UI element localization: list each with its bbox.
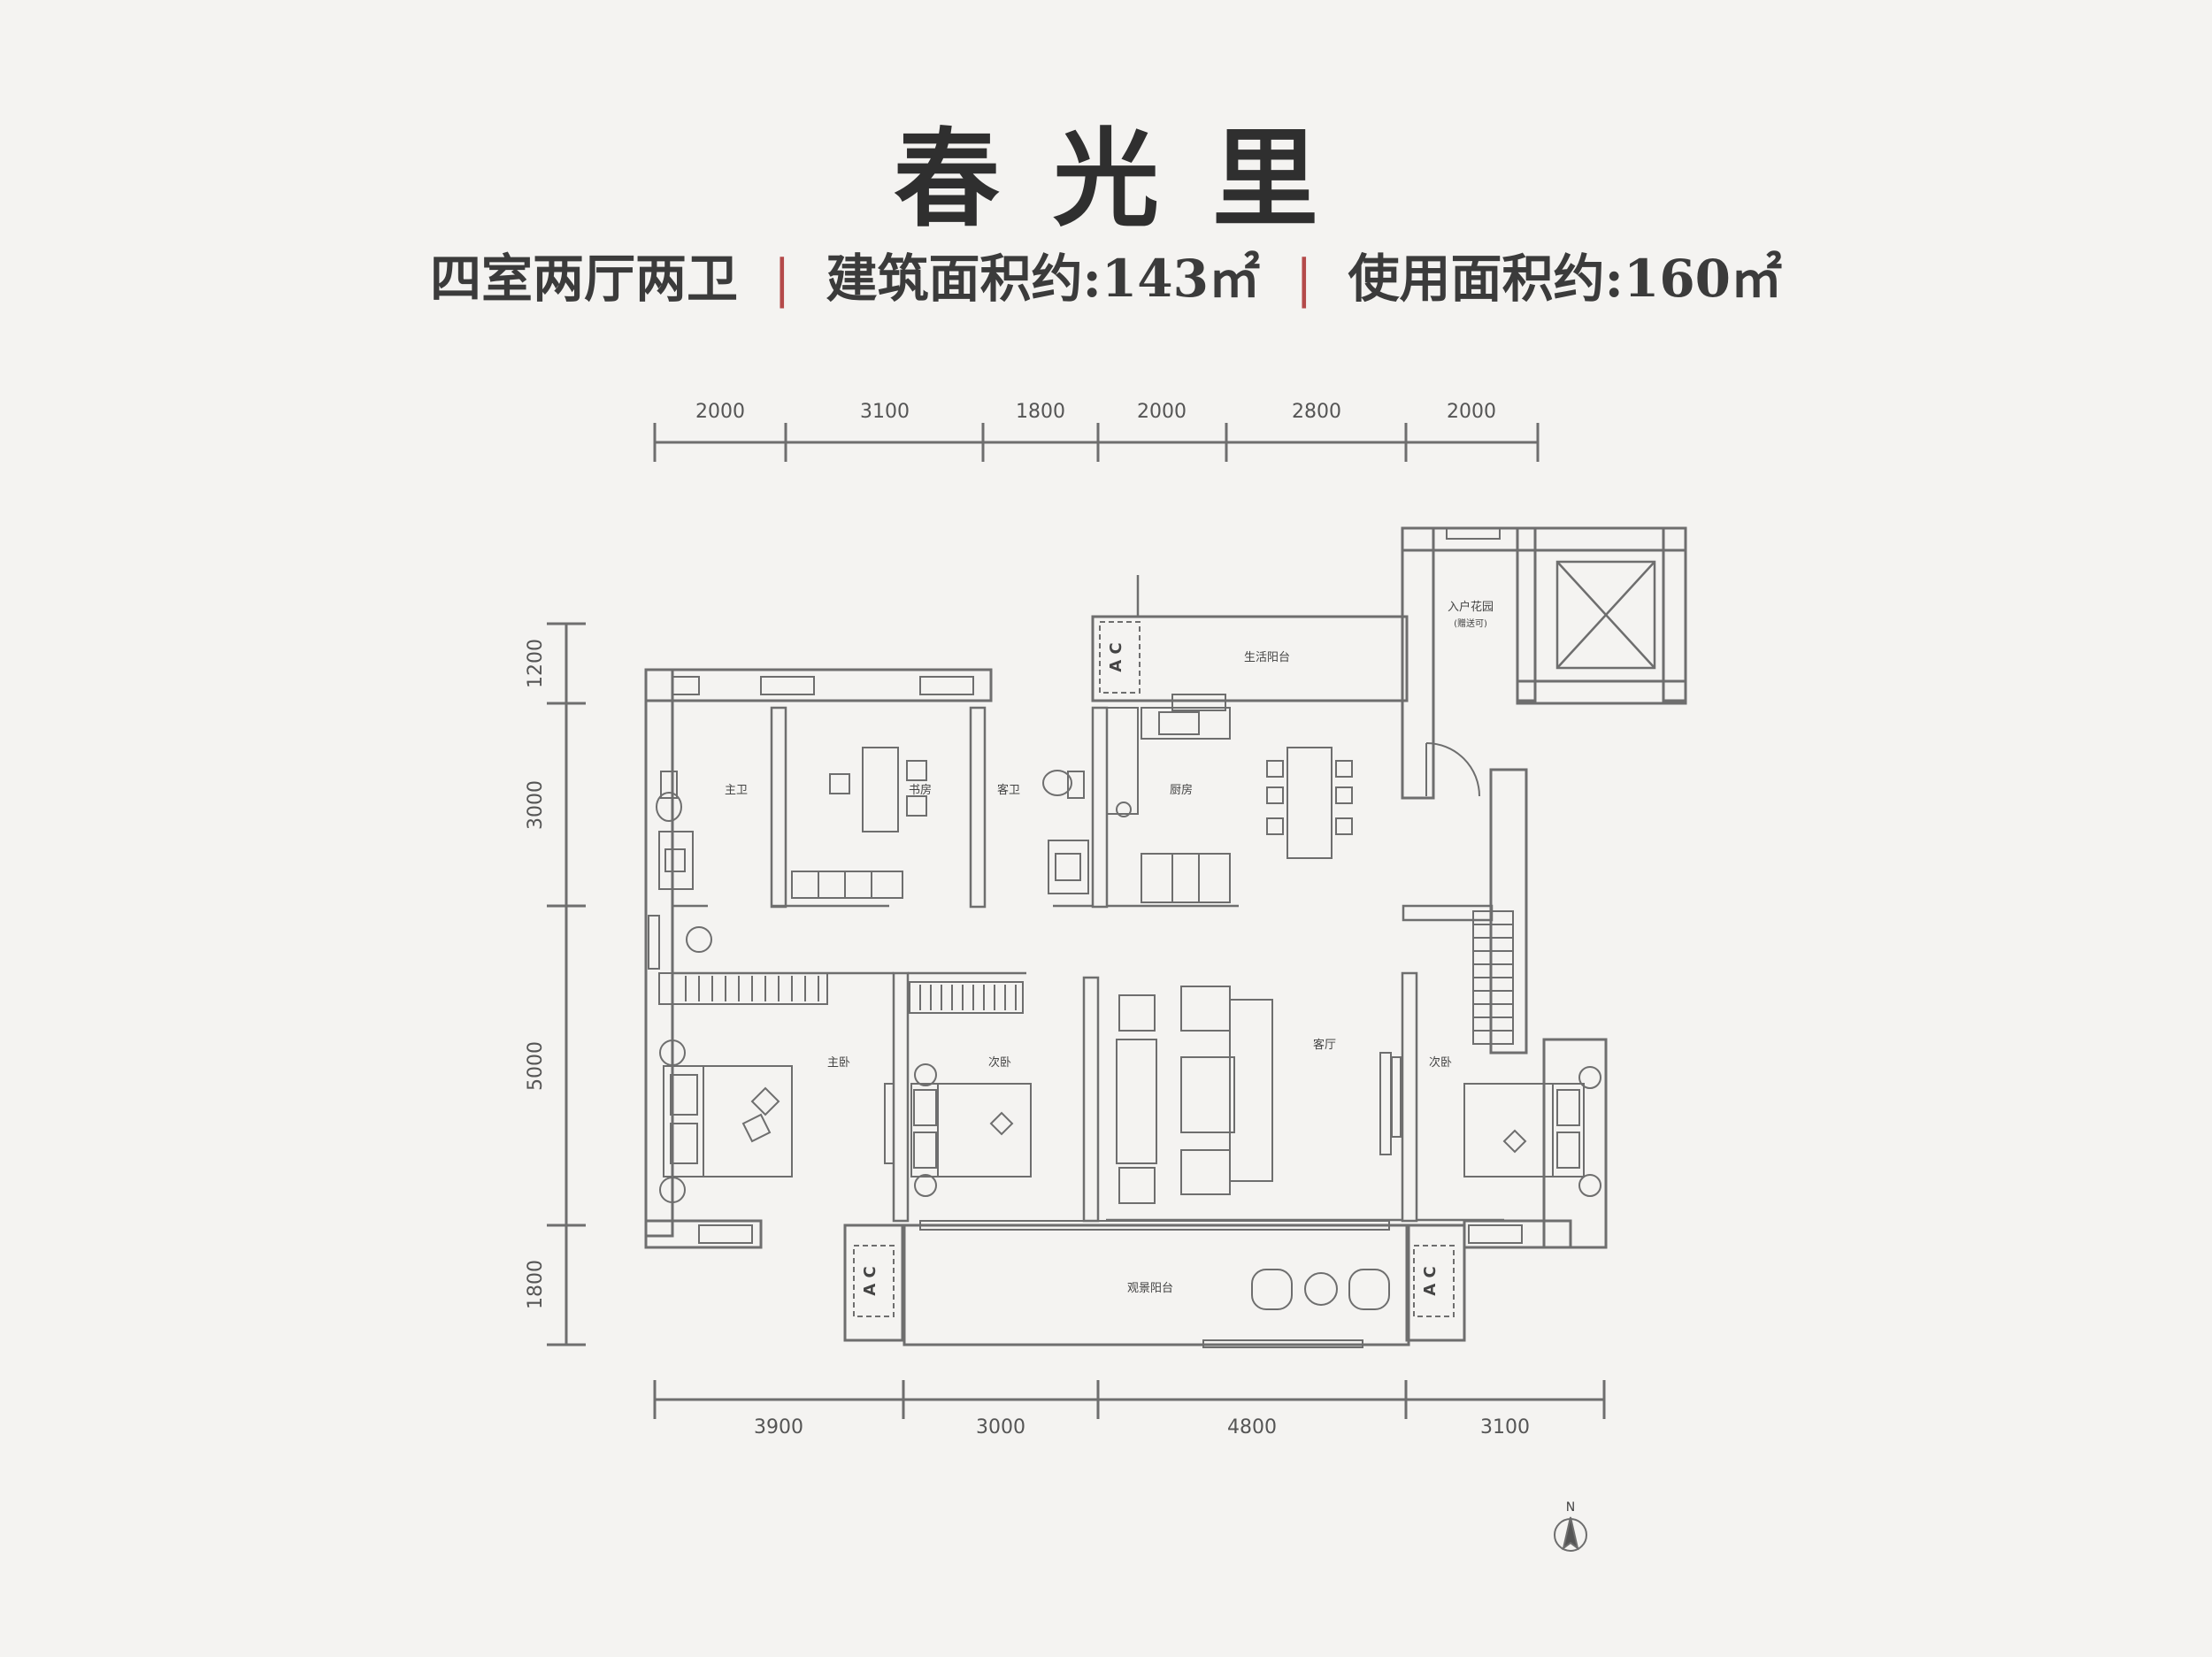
building-area-text: 建筑面积约:143㎡ xyxy=(826,249,1260,309)
balcony-chairs-icon xyxy=(1251,1269,1390,1310)
second-bed-a-icon xyxy=(910,1063,1032,1197)
ac-unit-top xyxy=(1099,621,1141,694)
ac-label-bottom-right: A C xyxy=(1421,1266,1440,1295)
label-master-bath: 主卫 xyxy=(725,784,748,797)
dim-bottom-4: 3100 xyxy=(1480,1416,1530,1438)
dim-bottom-3: 4800 xyxy=(1227,1416,1277,1438)
left-dimension-line xyxy=(547,622,586,1346)
ac-label-top: A C xyxy=(1107,642,1125,671)
label-master-bedroom: 主卧 xyxy=(827,1056,850,1070)
top-dimension-line xyxy=(653,423,1540,462)
usable-area-text: 使用面积约:160㎡ xyxy=(1348,249,1783,309)
exterior-walls xyxy=(644,526,1687,1346)
ac-unit-bottom-right xyxy=(1413,1245,1455,1317)
guest-toilet-icon xyxy=(1042,770,1085,799)
ac-label-bottom-left: A C xyxy=(861,1266,879,1295)
label-entry-garden-note: (赠送可) xyxy=(1454,618,1487,629)
dim-top-4: 2000 xyxy=(1137,401,1187,423)
sofa-set-icon xyxy=(1116,986,1273,1204)
bottom-dimension-line xyxy=(653,1380,1606,1419)
label-view-balcony: 观景阳台 xyxy=(1127,1282,1173,1295)
dim-top-3: 1800 xyxy=(1016,401,1065,423)
dim-top-1: 2000 xyxy=(695,401,745,423)
guest-sink-icon xyxy=(1048,840,1089,894)
ac-unit-bottom-left xyxy=(853,1245,895,1317)
stairs xyxy=(1472,910,1514,1045)
dim-bottom-1: 3900 xyxy=(754,1416,803,1438)
dim-left-4: 1800 xyxy=(525,1260,547,1309)
dim-left-3: 5000 xyxy=(525,1041,547,1091)
master-wardrobe xyxy=(658,972,828,1005)
dining-table-icon xyxy=(1266,747,1353,859)
second-bedroom-wardrobe xyxy=(909,981,1024,1014)
label-service-balcony: 生活阳台 xyxy=(1244,651,1290,664)
master-toilet-icon xyxy=(656,771,682,822)
kitchen-counter xyxy=(1106,707,1231,903)
master-sink-icon xyxy=(658,831,694,890)
label-guest-bath: 客卫 xyxy=(997,783,1020,797)
page-title: 春光里 xyxy=(894,117,1371,242)
master-bed-icon xyxy=(659,1039,793,1203)
dim-bottom-2: 3000 xyxy=(976,1416,1025,1438)
windows xyxy=(648,527,1523,1348)
dim-left-1: 1200 xyxy=(525,639,547,688)
bedroom-tv-walls xyxy=(884,1056,1402,1164)
separator-2: | xyxy=(1295,249,1313,309)
entry-door xyxy=(1425,742,1480,797)
label-kitchen: 厨房 xyxy=(1170,783,1193,797)
dim-top-6: 2000 xyxy=(1447,401,1496,423)
separator-1: | xyxy=(772,249,791,309)
study-desk-icon xyxy=(791,747,927,899)
tv-wall xyxy=(1379,1052,1392,1155)
label-living-room: 客厅 xyxy=(1313,1038,1336,1052)
dim-top-5: 2800 xyxy=(1292,401,1341,423)
round-drain-icon xyxy=(686,926,712,953)
dim-top-2: 3100 xyxy=(860,401,910,423)
compass-label: N xyxy=(1566,1500,1575,1515)
label-second-bedroom-b: 次卧 xyxy=(1429,1055,1452,1070)
unit-summary: 四室两厅两卫 | 建筑面积约:143㎡ | 使用面积约:160㎡ xyxy=(0,237,2212,311)
label-entry-garden: 入户花园 xyxy=(1448,600,1494,614)
second-bed-b-icon xyxy=(1463,1066,1601,1197)
dim-left-2: 3000 xyxy=(525,780,547,830)
layout-text: 四室两厅两卫 xyxy=(429,249,738,309)
compass-icon xyxy=(1554,1516,1587,1552)
elevator-icon xyxy=(1555,560,1656,670)
label-study: 书房 xyxy=(909,783,932,797)
label-second-bedroom-a: 次卧 xyxy=(988,1055,1011,1070)
